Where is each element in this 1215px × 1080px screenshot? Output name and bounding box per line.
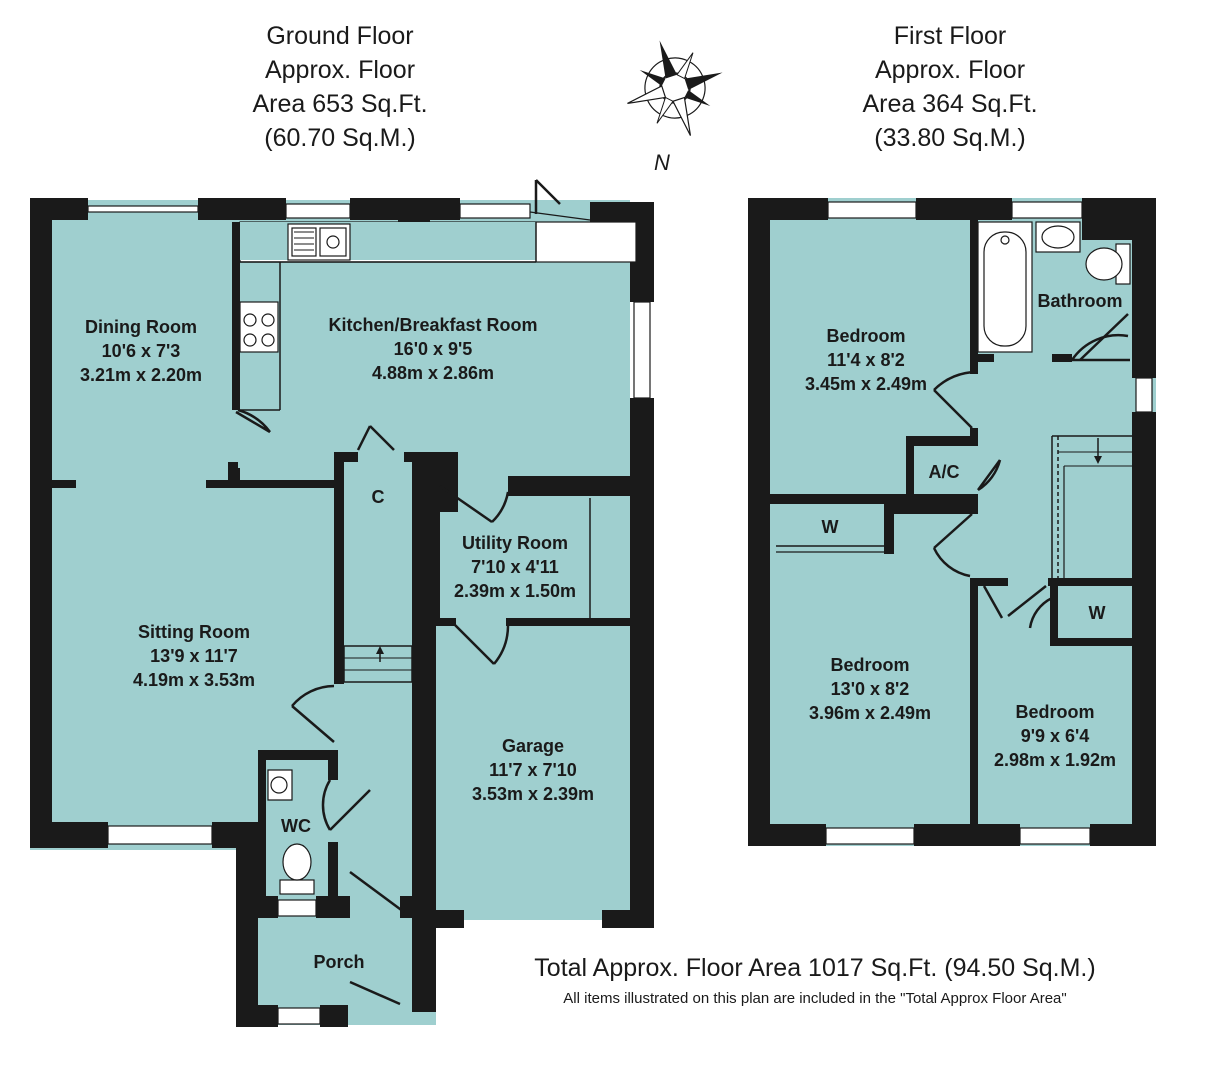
garage-name: Garage	[502, 736, 564, 756]
area-disclaimer: All items illustrated on this plan are i…	[563, 990, 1066, 1007]
bedroom-2-name: Bedroom	[830, 655, 909, 675]
wardrobe-2-label: W	[1089, 603, 1106, 623]
wc-label: WC	[281, 816, 311, 836]
bedroom-3-metric: 2.98m x 1.92m	[994, 750, 1116, 770]
bedroom-1-imperial: 11'4 x 8'2	[827, 350, 905, 370]
bedroom-1-name: Bedroom	[826, 326, 905, 346]
ground-floor-title: Ground Floor	[266, 22, 413, 50]
garage-imperial: 11'7 x 7'10	[489, 760, 577, 780]
dining-room-metric: 3.21m x 2.20m	[80, 365, 202, 385]
garage-metric: 3.53m x 2.39m	[472, 784, 594, 804]
airing-cupboard-label: A/C	[929, 462, 960, 482]
sink-icon	[287, 223, 351, 261]
toilet-icon	[1085, 243, 1131, 285]
cupboard-label: C	[372, 487, 385, 507]
ground-floor-plan: Dining Room 10'6 x 7'3 3.21m x 2.20m Kit…	[30, 179, 654, 1027]
utility-room-metric: 2.39m x 1.50m	[454, 581, 576, 601]
bedroom-2-imperial: 13'0 x 8'2	[831, 679, 910, 699]
toilet-icon	[279, 843, 315, 895]
bathroom-label: Bathroom	[1038, 291, 1123, 311]
staircase-icon	[343, 645, 413, 683]
bedroom-2-metric: 3.96m x 2.49m	[809, 703, 931, 723]
bedroom-3-imperial: 9'9 x 6'4	[1021, 726, 1090, 746]
kitchen-imperial: 16'0 x 9'5	[394, 339, 473, 359]
bedroom-3-name: Bedroom	[1015, 702, 1094, 722]
bedroom-1-metric: 3.45m x 2.49m	[805, 374, 927, 394]
ground-floor-area-sqm: (60.70 Sq.M.)	[264, 124, 415, 152]
bathtub-icon	[977, 221, 1033, 353]
dining-room-name: Dining Room	[85, 317, 197, 337]
basin-icon	[267, 769, 293, 801]
ground-floor-header: Ground Floor Approx. Floor Area 653 Sq.F…	[252, 22, 427, 152]
total-floor-area: Total Approx. Floor Area 1017 Sq.Ft. (94…	[534, 954, 1095, 982]
sitting-room-imperial: 13'9 x 11'7	[150, 646, 238, 666]
kitchen-metric: 4.88m x 2.86m	[372, 363, 494, 383]
staircase-icon	[1051, 435, 1132, 578]
porch-label: Porch	[313, 952, 364, 972]
first-floor-subtitle: Approx. Floor	[875, 56, 1025, 84]
first-floor-title: First Floor	[894, 22, 1007, 50]
first-floor-area-sqm: (33.80 Sq.M.)	[874, 124, 1025, 152]
first-floor-area-sqft: Area 364 Sq.Ft.	[862, 90, 1037, 118]
sitting-room-metric: 4.19m x 3.53m	[133, 670, 255, 690]
sitting-room-name: Sitting Room	[138, 622, 250, 642]
utility-room-name: Utility Room	[462, 533, 568, 553]
first-floor-plan: Bedroom 11'4 x 8'2 3.45m x 2.49m Bathroo…	[748, 198, 1156, 846]
basin-icon	[1035, 221, 1081, 253]
utility-room-imperial: 7'10 x 4'11	[471, 557, 559, 577]
compass-rose-icon	[627, 40, 723, 136]
wardrobe-1-label: W	[822, 517, 839, 537]
kitchen-name: Kitchen/Breakfast Room	[328, 315, 537, 335]
dining-room-imperial: 10'6 x 7'3	[102, 341, 181, 361]
ground-floor-subtitle: Approx. Floor	[265, 56, 415, 84]
ground-floor-area-sqft: Area 653 Sq.Ft.	[252, 90, 427, 118]
hob-icon	[239, 301, 279, 353]
north-label: N	[654, 150, 670, 175]
first-floor-header: First Floor Approx. Floor Area 364 Sq.Ft…	[862, 22, 1037, 152]
